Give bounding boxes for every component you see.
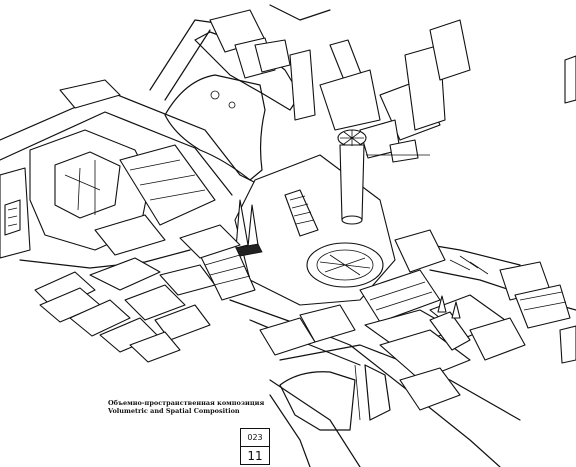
sheet-code-box: 023: [240, 428, 270, 447]
sheet-number-box: 11: [240, 446, 270, 465]
upper-buildings: [209, 9, 576, 163]
central-district: [179, 129, 430, 306]
left-quarter-buildings: [0, 79, 216, 259]
caption-russian: Объемно-пространственная композиция: [108, 399, 265, 407]
caption-english: Volumetric and Spatial Composition: [108, 407, 240, 415]
lower-left-buildings: [34, 257, 216, 363]
right-district-buildings: [259, 229, 576, 411]
